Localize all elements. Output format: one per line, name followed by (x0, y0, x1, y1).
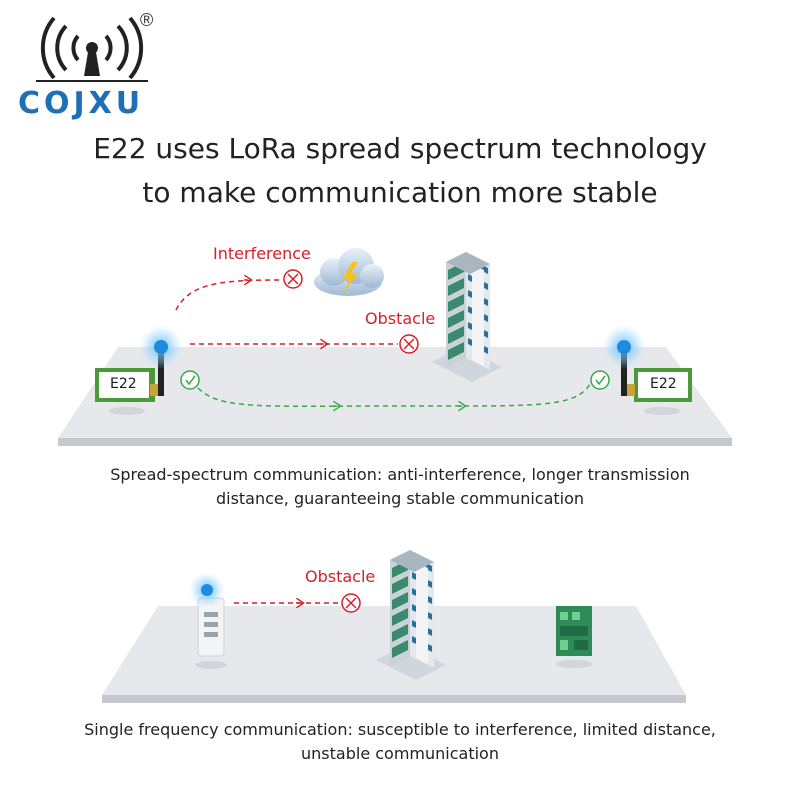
caption-line: Single frequency communication: suscepti… (84, 720, 716, 739)
caption-line: distance, guaranteeing stable communicat… (215, 489, 585, 508)
interference-label: Interference (213, 244, 311, 263)
headline-line-2: to make communication more stable (142, 176, 658, 209)
right-module-label: E22 (650, 376, 677, 392)
caption-line: Spread-spectrum communication: anti-inte… (110, 465, 690, 484)
caption-single-frequency: Single frequency communication: suscepti… (0, 718, 800, 766)
registered-mark: ® (140, 10, 154, 30)
e22-module-left (95, 325, 183, 415)
obstacle-label-bottom: Obstacle (305, 567, 376, 586)
top-platform (58, 347, 732, 446)
cross-circle-icon (341, 593, 361, 613)
caption-spread-spectrum: Spread-spectrum communication: anti-inte… (0, 463, 800, 511)
cloud-lightning-icon (314, 248, 384, 296)
circuit-board-icon (556, 606, 592, 668)
remote-control-icon (189, 572, 227, 669)
left-module-label: E22 (110, 376, 137, 392)
check-circle-icon (180, 370, 200, 390)
headline-line-1: E22 uses LoRa spread spectrum technology (93, 132, 707, 165)
success-path (197, 383, 591, 408)
wifi-signal-icon (36, 16, 148, 82)
cross-circle-icon (283, 269, 303, 289)
e22-module-right (602, 325, 692, 415)
obstacle-label-top: Obstacle (365, 309, 436, 328)
brand-logo-text: COJXU (18, 86, 145, 121)
caption-line: unstable communication (301, 744, 499, 763)
interference-path (175, 279, 281, 311)
check-circle-icon (590, 370, 610, 390)
building-icon (432, 252, 502, 382)
cross-circle-icon (399, 334, 419, 354)
